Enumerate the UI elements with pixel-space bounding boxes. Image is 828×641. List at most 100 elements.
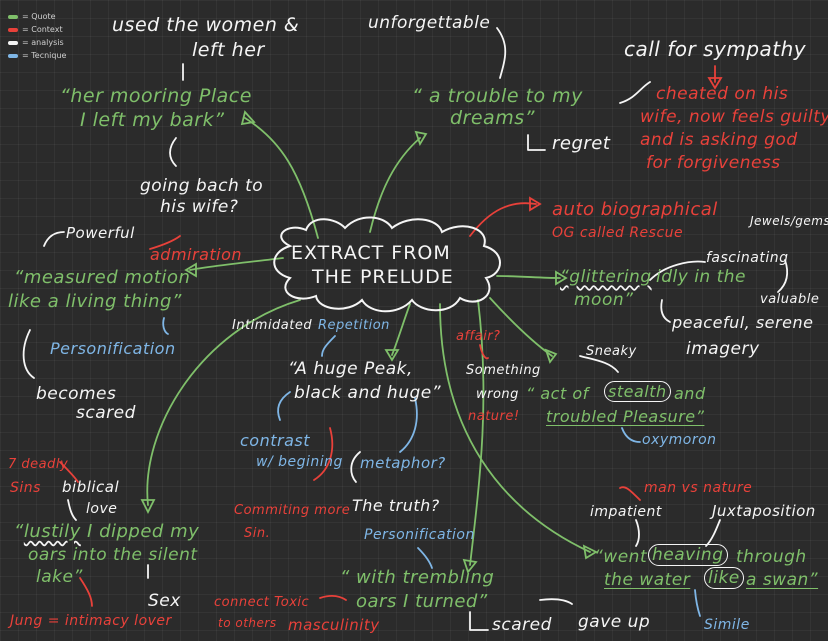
note-gave-up: gave up bbox=[578, 612, 651, 632]
note-imagery: imagery bbox=[686, 339, 760, 359]
quote-swatch-icon bbox=[8, 14, 18, 19]
note-juxtaposition: Juxtaposition bbox=[712, 502, 816, 520]
arrowhead-trembling bbox=[462, 558, 478, 574]
context-admiration: admiration bbox=[150, 245, 243, 264]
connector-sin bbox=[313, 427, 334, 481]
arrowhead-call bbox=[707, 77, 723, 90]
connector-juxta bbox=[705, 519, 721, 547]
quote-lustily-line2: oars into the silent bbox=[28, 545, 198, 565]
legend-item-technique: = Tecnique bbox=[8, 49, 66, 62]
context-cheated-line1: cheated on his bbox=[656, 84, 789, 104]
connector-personif2 bbox=[417, 547, 433, 569]
quote-swan-b: heaving bbox=[648, 544, 728, 566]
technique-contrast-line1: contrast bbox=[240, 431, 310, 450]
quote-troubled: troubled Pleasure” bbox=[546, 408, 704, 426]
center-title-line1: EXTRACT FROM bbox=[291, 242, 451, 264]
quote-glittering-b: idly in the bbox=[656, 267, 747, 287]
context-cheated-line2: wife, now feels guilty bbox=[640, 107, 828, 127]
technique-repetition: Repetition bbox=[318, 318, 390, 333]
connector-call-arrow bbox=[619, 81, 651, 104]
arrowhead-swan bbox=[582, 544, 598, 560]
context-masculinity: masculinity bbox=[288, 616, 380, 634]
note-becomes: becomes bbox=[36, 384, 117, 404]
note-peaceful: peaceful, serene bbox=[672, 313, 814, 332]
center-cloud bbox=[273, 216, 501, 313]
connector-simile bbox=[694, 589, 701, 617]
connector-jung bbox=[79, 577, 93, 607]
connector-peaceful bbox=[660, 299, 671, 323]
connector-metaphor bbox=[350, 451, 361, 483]
quote-mooring-line2: I left my bark” bbox=[80, 109, 225, 131]
note-love: love bbox=[86, 501, 118, 517]
connector-affair bbox=[479, 344, 489, 360]
connector-repetition bbox=[321, 335, 336, 357]
connector-dreams bbox=[369, 137, 421, 233]
technique-contrast-line2: w/ begining bbox=[256, 454, 343, 470]
note-scared-bottom: scared bbox=[492, 615, 552, 635]
context-deadly-line1: 7 deadly bbox=[8, 457, 69, 472]
note-regret: regret bbox=[552, 133, 611, 154]
quote-stealth-circled: stealth bbox=[604, 381, 671, 402]
context-man-nature: man vs nature bbox=[644, 480, 753, 496]
note-powerful: Powerful bbox=[66, 224, 135, 242]
context-cheated-line4: for forgiveness bbox=[646, 153, 781, 173]
context-autobiographical: auto biographical bbox=[552, 199, 718, 220]
legend: = Quote = Context = analysis = Tecnique bbox=[8, 10, 66, 62]
analysis-swatch-icon bbox=[8, 40, 18, 45]
connector-unforgettable bbox=[496, 27, 507, 79]
legend-item-quote: = Quote bbox=[8, 10, 66, 23]
arrowhead-autobio bbox=[529, 196, 542, 212]
quote-water-text: the water bbox=[604, 570, 691, 590]
legend-label: = Tecnique bbox=[22, 51, 67, 60]
note-going-line2: his wife? bbox=[160, 197, 239, 217]
connector-personification bbox=[162, 317, 169, 335]
context-cheated-line3: and is asking god bbox=[640, 130, 798, 150]
quote-swan-f: a swan” bbox=[746, 571, 818, 590]
note-wrong: wrong bbox=[476, 387, 519, 402]
note-fascinating: fascinating bbox=[706, 250, 789, 266]
legend-label: = Context bbox=[22, 25, 63, 34]
note-scared: scared bbox=[76, 403, 136, 423]
connector-valuable bbox=[777, 259, 789, 293]
quote-lustily-line3: lake” bbox=[36, 567, 83, 587]
connector-metaphor-blue bbox=[399, 397, 418, 453]
note-used-line1: used the women & bbox=[112, 14, 300, 36]
quote-measured-line2: like a living thing” bbox=[8, 291, 182, 312]
legend-item-analysis: = analysis bbox=[8, 36, 66, 49]
quote-glittering-a: “glittering bbox=[560, 268, 652, 287]
legend-item-context: = Context bbox=[8, 23, 66, 36]
connector-trembling bbox=[469, 299, 485, 566]
arrowhead-glittering bbox=[555, 270, 568, 286]
quote-swan-e: like bbox=[704, 567, 744, 589]
arrowhead-bark bbox=[240, 110, 256, 126]
note-jewels: Jewels/gems bbox=[750, 214, 828, 228]
context-sin-line2: Sin. bbox=[244, 526, 271, 541]
connector-bark bbox=[244, 117, 319, 239]
context-nature: nature! bbox=[468, 409, 520, 424]
connector-sneaky bbox=[579, 355, 619, 373]
technique-swatch-icon bbox=[8, 53, 18, 58]
arrowhead-stealth bbox=[544, 348, 558, 364]
note-call-sympathy: call for sympathy bbox=[624, 37, 807, 61]
quote-stealth-word: stealth bbox=[604, 381, 671, 402]
quote-measured-line1: “measured motion bbox=[14, 267, 191, 288]
quote-trembling-line2: oars I turned” bbox=[356, 591, 488, 612]
note-sneaky: Sneaky bbox=[586, 344, 637, 359]
connector-swan bbox=[439, 303, 591, 553]
connector-gave-up bbox=[539, 598, 573, 605]
context-affair: affair? bbox=[456, 329, 501, 344]
connector-regret bbox=[527, 134, 546, 151]
legend-label: = analysis bbox=[22, 38, 64, 47]
connector-powerful bbox=[43, 231, 65, 247]
connector-peak bbox=[391, 303, 411, 356]
context-sin-line1: Commiting more bbox=[234, 503, 351, 518]
quote-lustily-word: lustily bbox=[23, 521, 81, 542]
note-used-line2: left her bbox=[192, 39, 265, 61]
connector-admiration bbox=[149, 235, 181, 250]
technique-personification-bottom: Personification bbox=[364, 527, 475, 543]
connector-contrast bbox=[277, 391, 291, 421]
context-to-others: to others bbox=[218, 616, 277, 630]
quote-trouble-line1: “ a trouble to my bbox=[412, 85, 583, 107]
